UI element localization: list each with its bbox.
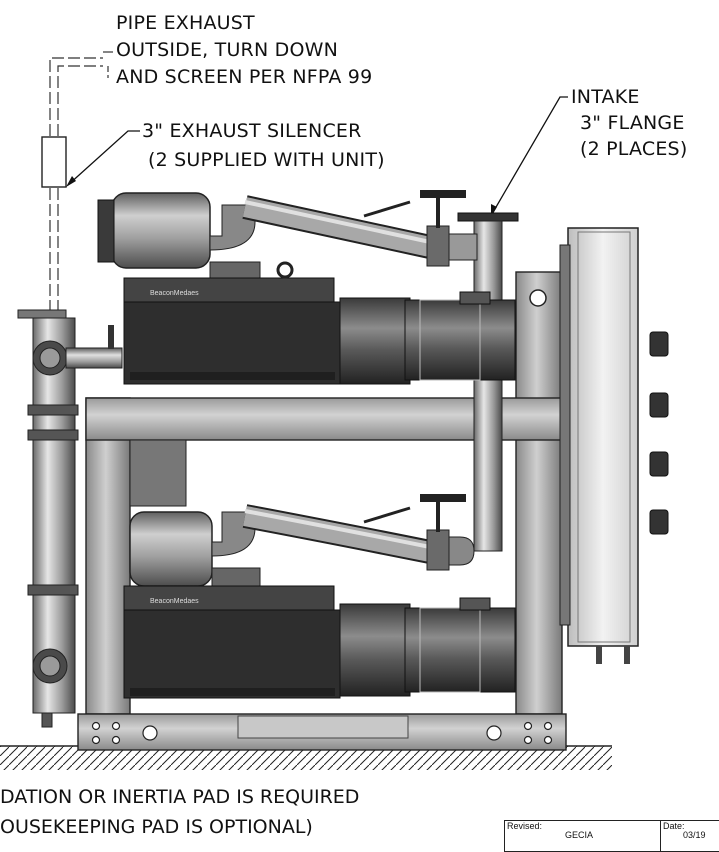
lower-pump-brand: BeaconMedaes [150, 598, 199, 605]
exhaust-callout-line1: PIPE EXHAUST [116, 12, 255, 34]
exhaust-callout-line2: OUTSIDE, TURN DOWN [116, 39, 338, 61]
date-caption: Date: [663, 821, 685, 831]
title-block: Revised: GECIA Date: 03/19 [504, 820, 719, 852]
title-block-date-cell: Date: 03/19 [661, 821, 719, 851]
pad-note-line1: DATION OR INERTIA PAD IS REQUIRED [0, 786, 360, 808]
intake-callout-line1: INTAKE [571, 86, 640, 108]
control-panel [559, 227, 639, 664]
lower-pump-motor [339, 597, 516, 697]
exhaust-silencer [41, 136, 67, 188]
silencer-callout-line1: 3" EXHAUST SILENCER [142, 120, 362, 142]
date-value: 03/19 [683, 830, 706, 840]
upper-pump-brand: BeaconMedaes [150, 290, 199, 297]
lower-pump-body [123, 567, 341, 699]
upper-pump-body [123, 261, 341, 385]
upper-intake-line [242, 190, 478, 267]
upper-pump-motor [339, 291, 516, 385]
leader-lines [67, 96, 568, 215]
intake-callout-line2: 3" FLANGE [580, 112, 685, 134]
panel-disconnect-handles [649, 331, 669, 535]
title-block-revised-cell: Revised: GECIA [505, 821, 661, 851]
exhaust-dashed-pipe [49, 51, 113, 312]
pad-note-line2: OUSEKEEPING PAD IS OPTIONAL) [0, 816, 313, 838]
silencer-callout-line2: (2 SUPPLIED WITH UNIT) [148, 149, 385, 171]
base-mounting-holes [91, 721, 553, 745]
exhaust-callout-line3: AND SCREEN PER NFPA 99 [116, 66, 373, 88]
lower-intake-line [242, 494, 466, 571]
exhaust-riser-pipe [17, 309, 123, 728]
upper-pump-inlet-filter [97, 192, 256, 269]
lower-pump-inlet-filter [129, 439, 256, 587]
intake-callout-line3: (2 PLACES) [580, 138, 688, 160]
leader-arrow-silencer [66, 176, 76, 187]
revised-value: GECIA [565, 830, 594, 840]
revised-caption: Revised: [507, 821, 543, 831]
